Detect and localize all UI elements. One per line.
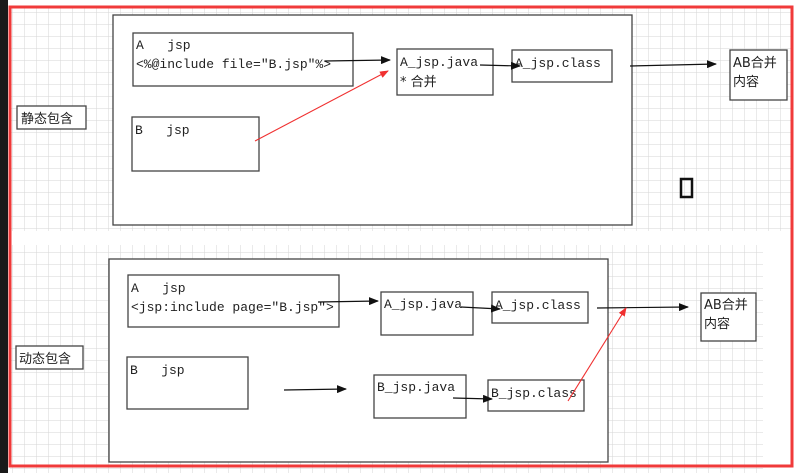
static-label-box — [16, 105, 87, 130]
d-a-java-label: A_jsp.java — [384, 297, 462, 312]
a-class-label: A_jsp.class — [515, 56, 601, 71]
dynamic-label-box — [15, 345, 84, 370]
dynamic-include-section: 动态包含 A jsp <jsp:include page="B.jsp"> B … — [15, 258, 757, 463]
static-label: 静态包含 — [21, 111, 73, 127]
arrow-class-to-result — [629, 60, 717, 69]
d-result-line2: 内容 — [704, 316, 730, 332]
result-line1: AB合并 — [733, 56, 777, 71]
arrow-d-a-java-to-class — [460, 304, 501, 313]
a-jsp-box — [132, 32, 354, 87]
d-result-box — [700, 292, 757, 342]
a-jsp-code: <%@include file="B.jsp"%> — [136, 57, 331, 72]
left-edge — [0, 0, 8, 473]
d-a-class-box — [491, 291, 589, 324]
arrow-d-class-to-result — [596, 303, 689, 312]
text-cursor-icon — [679, 177, 694, 199]
red-frame — [8, 5, 794, 468]
d-a-jsp-title: A jsp — [131, 281, 186, 296]
d-result-line1: AB合并 — [704, 298, 748, 313]
b-jsp-box — [131, 116, 260, 172]
red-arrow-b-class-to-result — [567, 307, 627, 402]
arrow-d-b-to-java — [283, 385, 347, 394]
d-b-jsp-box — [126, 356, 249, 410]
b-jsp-title: B jsp — [135, 123, 190, 138]
arrow-d-b-java-to-class — [452, 394, 493, 403]
d-b-jsp-title: B jsp — [130, 363, 185, 378]
a-java-box — [396, 48, 494, 96]
d-a-java-box — [380, 291, 474, 336]
d-a-jsp-box — [127, 274, 340, 328]
arrow-java-to-class — [479, 61, 521, 70]
a-java-merge: * 合并 — [400, 75, 437, 90]
arrow-d-a-to-java — [317, 297, 379, 306]
d-a-jsp-code: <jsp:include page="B.jsp"> — [131, 300, 334, 315]
dynamic-label: 动态包含 — [19, 351, 71, 367]
d-b-class-label: B_jsp.class — [491, 386, 577, 401]
result-box — [729, 49, 788, 101]
arrow-a-to-java — [324, 56, 391, 65]
result-line2: 内容 — [733, 74, 759, 90]
a-jsp-title: A jsp — [136, 38, 191, 53]
red-arrow-b-to-java — [254, 70, 389, 142]
static-include-section: 静态包含 A jsp <%@include file="B.jsp"%> B j… — [16, 14, 788, 226]
a-java-label: A_jsp.java — [400, 55, 478, 70]
d-a-class-label: A_jsp.class — [495, 298, 581, 313]
d-b-java-box — [373, 374, 467, 419]
d-b-java-label: B_jsp.java — [377, 380, 455, 395]
